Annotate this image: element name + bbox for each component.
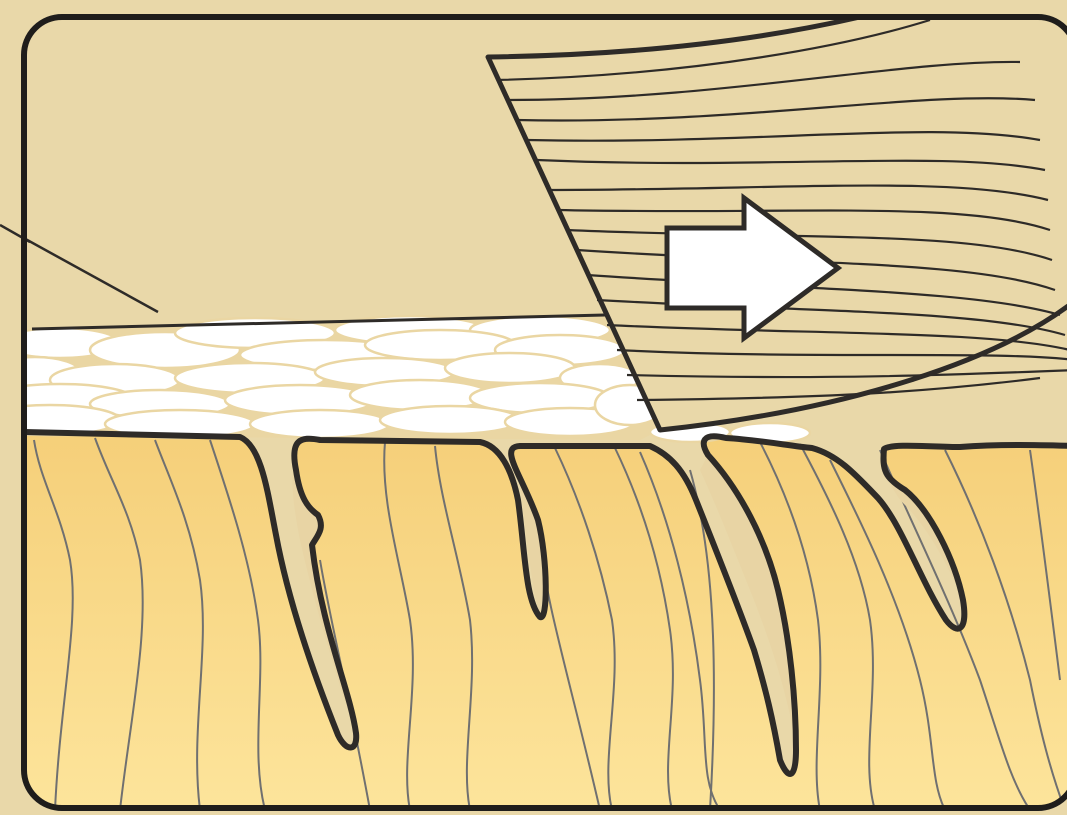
cell bbox=[445, 353, 575, 383]
cell bbox=[380, 406, 520, 434]
base-layer bbox=[24, 432, 1067, 815]
cell bbox=[250, 410, 390, 438]
